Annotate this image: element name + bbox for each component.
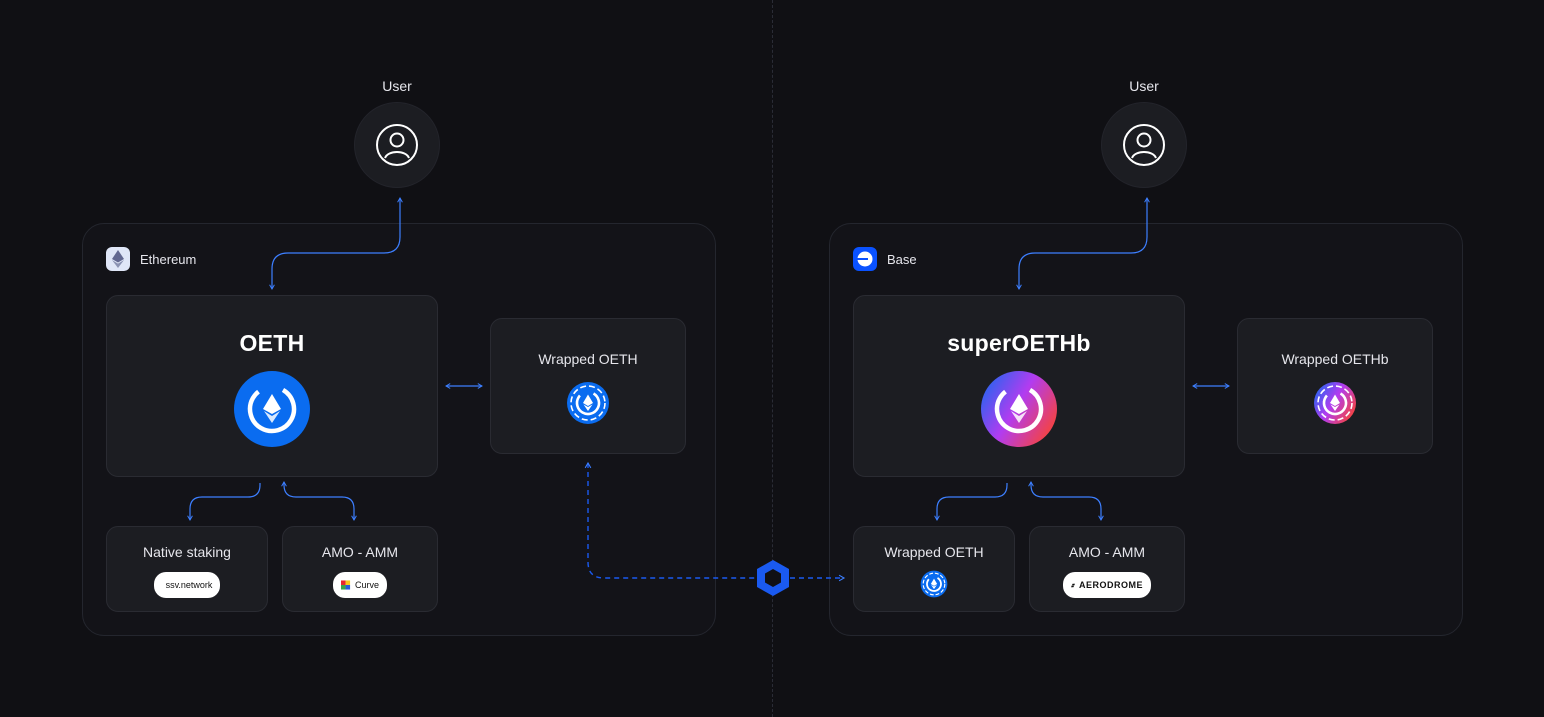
base-chain-label: Base bbox=[853, 247, 917, 271]
oeth-card-title: OETH bbox=[239, 330, 305, 356]
wrapped-oeth-card[interactable]: Wrapped OETH bbox=[490, 318, 686, 454]
superoethb-token-icon bbox=[981, 371, 1057, 447]
oeth-token-icon bbox=[234, 371, 310, 447]
user-icon bbox=[1123, 124, 1165, 166]
oeth-native-staking-arrow bbox=[187, 483, 261, 521]
amo-amm-curve-card[interactable]: AMO - AMM Curve bbox=[282, 526, 438, 612]
amo-amm-curve-title: AMO - AMM bbox=[321, 544, 399, 560]
left-user-label: User bbox=[382, 78, 412, 94]
ethereum-chain-name: Ethereum bbox=[140, 251, 197, 267]
oeth-card[interactable]: OETH bbox=[106, 295, 438, 477]
woeth-token-icon bbox=[920, 570, 948, 598]
right-user-label: User bbox=[1129, 78, 1159, 94]
native-staking-title: Native staking bbox=[143, 544, 231, 560]
superoethb-amo-aerodrome-arrow bbox=[1028, 481, 1104, 521]
right-user: User bbox=[1101, 78, 1187, 188]
native-staking-card[interactable]: Native staking ssv.network bbox=[106, 526, 268, 612]
ethereum-icon bbox=[106, 247, 130, 271]
left-user: User bbox=[354, 78, 440, 188]
chainlink-bridge-icon[interactable] bbox=[757, 560, 789, 596]
amo-amm-aerodrome-card[interactable]: AMO - AMM AERODROME bbox=[1029, 526, 1185, 612]
ethereum-chain-label: Ethereum bbox=[106, 247, 196, 271]
wrapped-oeth-strategy-title: Wrapped OETH bbox=[884, 544, 984, 560]
wrapped-oeth-strategy-card[interactable]: Wrapped OETH bbox=[853, 526, 1015, 612]
woeth-token-icon bbox=[567, 382, 609, 424]
woethb-token-icon bbox=[1314, 382, 1356, 424]
left-user-avatar[interactable] bbox=[354, 102, 440, 188]
oeth-amo-curve-arrow bbox=[281, 481, 357, 521]
aerodrome-badge-text: AERODROME bbox=[1078, 580, 1143, 590]
superoethb-card[interactable]: superOETHb bbox=[853, 295, 1185, 477]
superoethb-woeth-strategy-arrow bbox=[934, 483, 1008, 521]
curve-badge: Curve bbox=[333, 572, 387, 598]
user-icon bbox=[376, 124, 418, 166]
aerodrome-badge: AERODROME bbox=[1063, 572, 1151, 598]
ssv-network-badge-text: ssv.network bbox=[165, 580, 213, 590]
amo-amm-aerodrome-title: AMO - AMM bbox=[1068, 544, 1146, 560]
right-user-avatar[interactable] bbox=[1101, 102, 1187, 188]
wrapped-oethb-card[interactable]: Wrapped OETHb bbox=[1237, 318, 1433, 454]
curve-badge-text: Curve bbox=[354, 580, 379, 590]
wrapped-oeth-card-title: Wrapped OETH bbox=[538, 351, 638, 367]
base-icon bbox=[853, 247, 877, 271]
ssv-network-badge: ssv.network bbox=[154, 572, 220, 598]
right-user-superoethb-arrow bbox=[1016, 197, 1150, 290]
bridge-dashed-path bbox=[584, 461, 757, 579]
superoethb-card-title: superOETHb bbox=[947, 330, 1091, 356]
aerodrome-logo-icon bbox=[1071, 583, 1075, 587]
curve-logo-icon bbox=[341, 580, 351, 590]
chain-divider bbox=[772, 0, 773, 717]
left-user-oeth-arrow bbox=[269, 197, 403, 290]
base-chain-name: Base bbox=[887, 251, 917, 267]
wrapped-oethb-card-title: Wrapped OETHb bbox=[1281, 351, 1389, 367]
